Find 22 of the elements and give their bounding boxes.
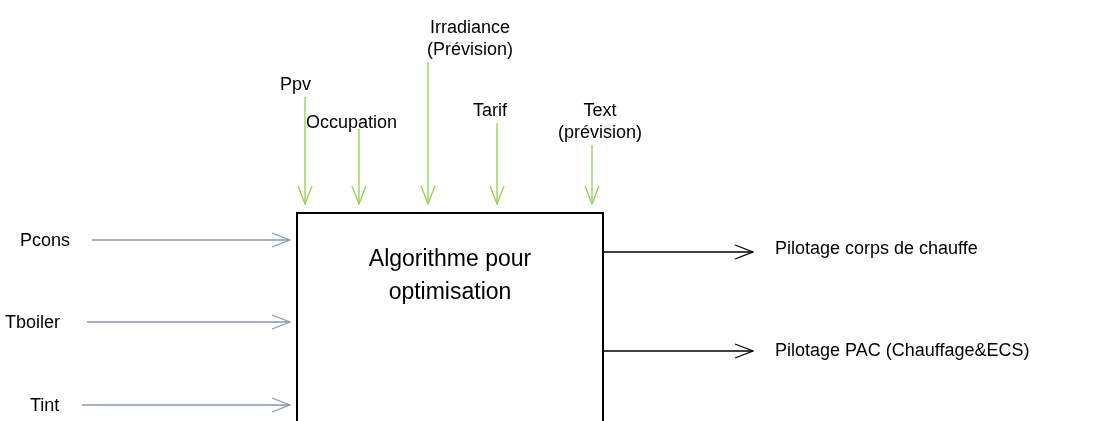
input-label: Tarif	[473, 99, 523, 121]
arrow	[489, 122, 505, 205]
input-label: Text (prévision)	[545, 99, 655, 143]
arrow	[584, 144, 600, 205]
arrow	[603, 343, 754, 359]
arrow	[420, 61, 436, 205]
input-label: Tboiler	[5, 311, 85, 333]
input-label: Ppv	[280, 73, 320, 95]
input-label: Occupation	[306, 111, 426, 133]
process-box	[296, 212, 604, 421]
arrow	[351, 128, 367, 205]
arrow	[81, 397, 291, 413]
arrow	[297, 96, 313, 205]
output-label: Pilotage PAC (Chauffage&ECS)	[775, 339, 1095, 361]
input-label: Tint	[30, 394, 80, 416]
output-label: Pilotage corps de chauffe	[775, 237, 1045, 259]
arrow	[91, 232, 291, 248]
box-label: Algorithme pour optimisation	[367, 244, 533, 306]
input-label: Pcons	[20, 229, 90, 251]
arrow	[603, 244, 754, 260]
arrow	[86, 314, 291, 330]
input-label: Irradiance (Prévision)	[410, 16, 530, 60]
